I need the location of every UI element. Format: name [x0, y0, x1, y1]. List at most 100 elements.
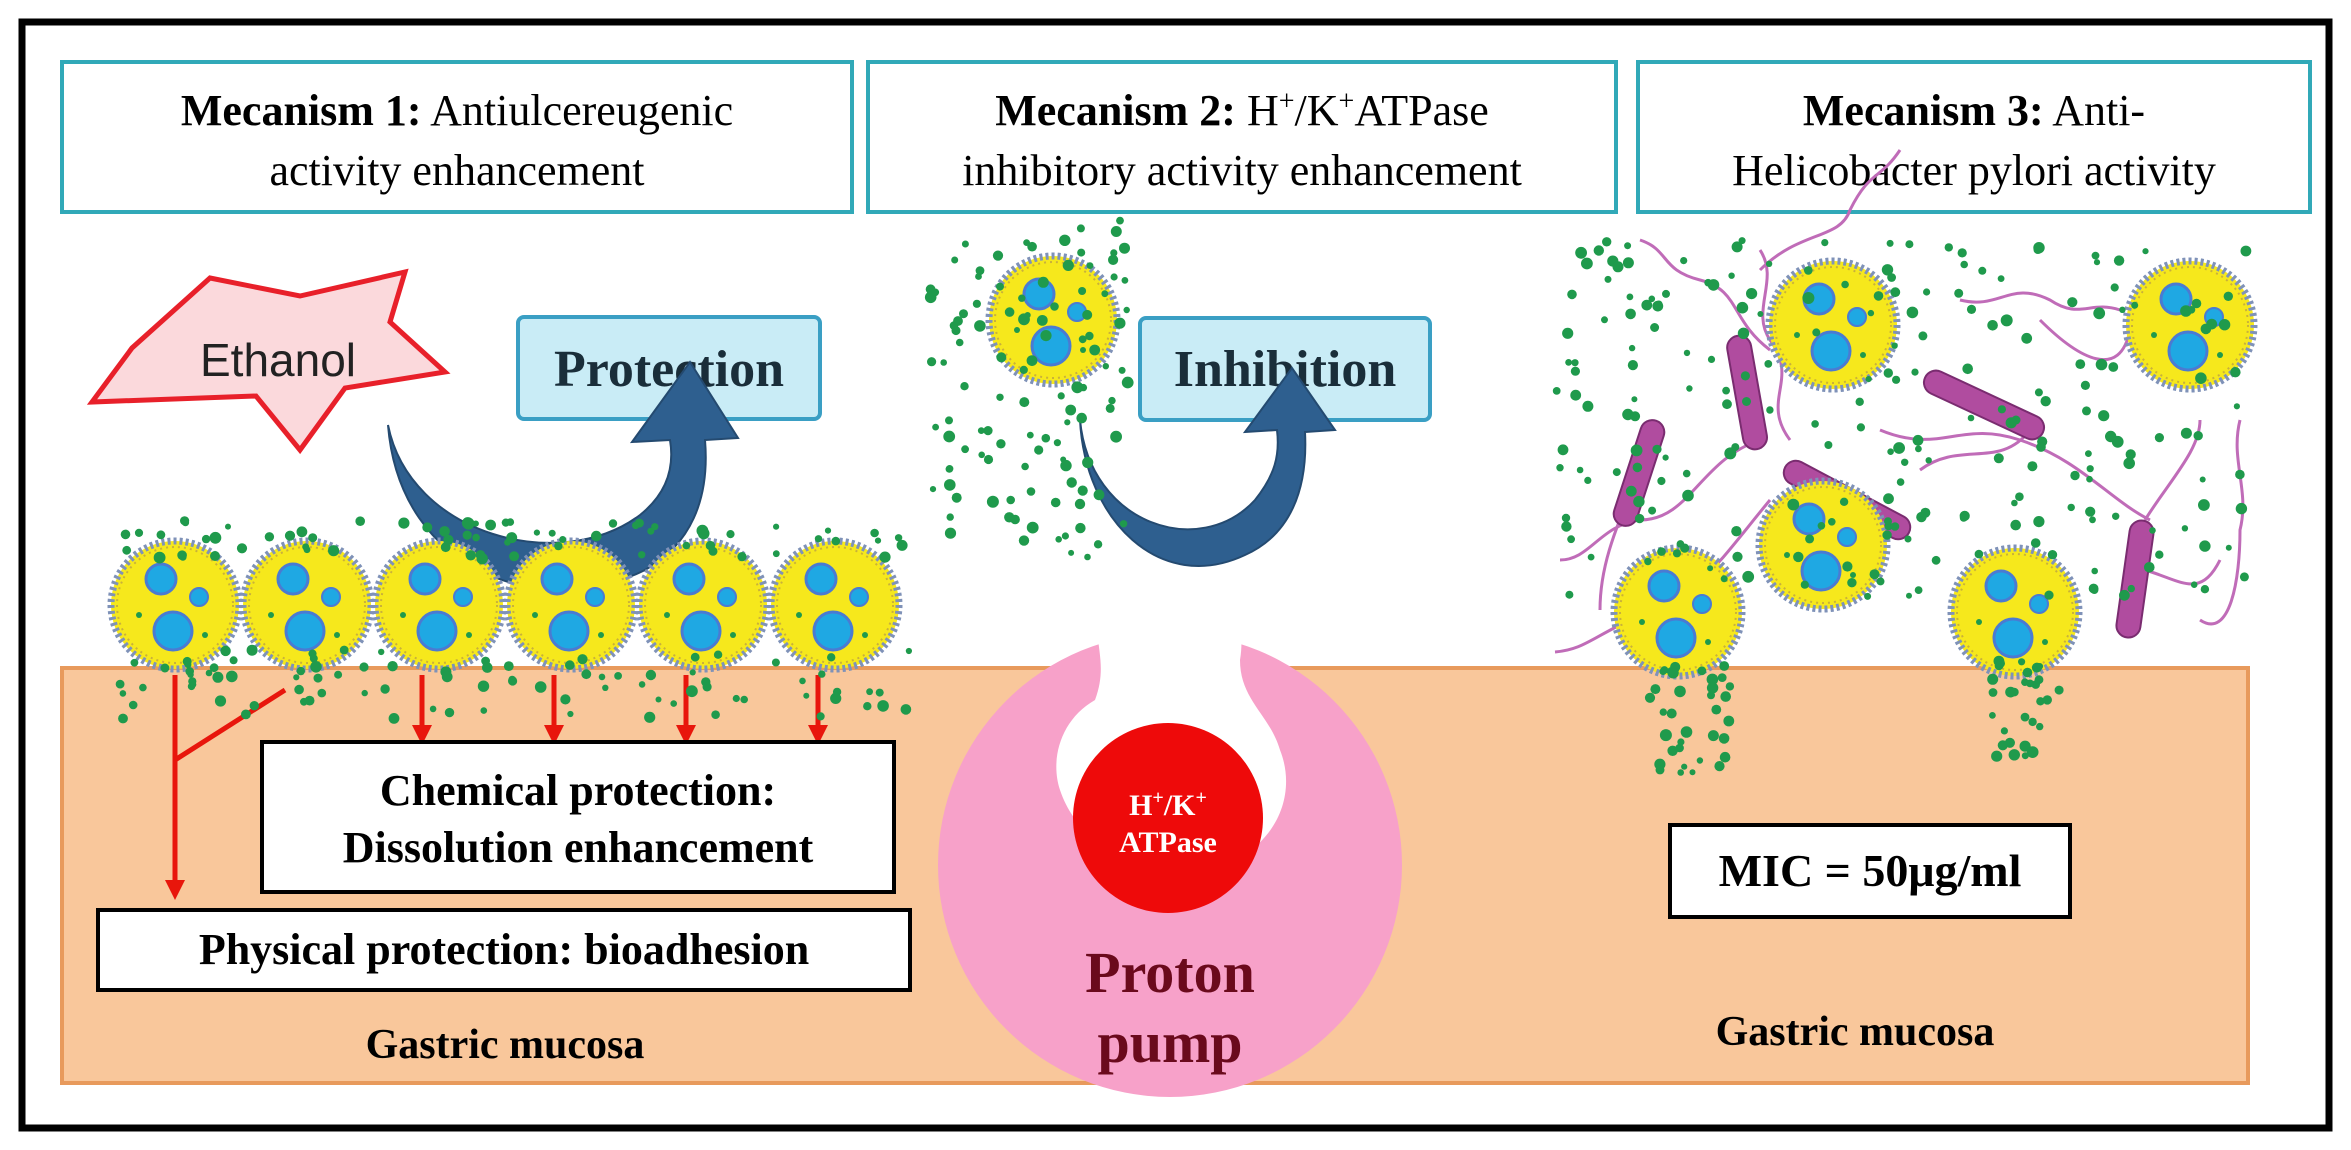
drug-dot	[992, 250, 1004, 261]
drug-dot	[2085, 450, 2092, 457]
drug-dot	[2091, 251, 2100, 260]
nanoparticle	[639, 541, 767, 669]
drug-dot	[1787, 498, 1800, 511]
drug-dot	[2067, 503, 2075, 512]
drug-dot	[355, 516, 366, 526]
drug-dot	[2190, 581, 2198, 588]
drug-dot	[1817, 522, 1826, 530]
drug-dot	[1915, 445, 1922, 453]
drug-dot	[2089, 516, 2096, 524]
drug-dot	[249, 701, 259, 711]
drug-dot	[1736, 301, 1749, 314]
drug-dot	[1628, 344, 1636, 352]
drug-dot	[2119, 589, 2130, 601]
drug-dot	[441, 671, 453, 683]
drug-dot	[1923, 288, 1931, 296]
nanoparticle	[507, 541, 635, 669]
drug-dot	[1084, 553, 1091, 561]
drug-dot	[1622, 257, 1634, 269]
drug-dot	[1633, 495, 1645, 508]
drug-dot	[264, 532, 275, 542]
drug-dot	[831, 536, 841, 546]
drug-dot	[1078, 287, 1087, 295]
drug-dot	[2022, 667, 2033, 678]
drug-dot	[388, 713, 400, 724]
mechanism-1-subtitle: activity enhancement	[269, 146, 644, 195]
drug-dot	[1876, 577, 1885, 586]
drug-dot	[830, 692, 842, 705]
drug-dot	[2091, 567, 2098, 575]
drug-dot	[1677, 769, 1684, 776]
mechanism-3-subtitle: Helicobacter pylori activity	[1732, 146, 2216, 195]
drug-dot	[1890, 522, 1900, 531]
drug-dot	[1078, 335, 1087, 344]
drug-dot	[1121, 376, 1134, 389]
drug-dot	[1680, 543, 1690, 553]
drug-dot	[946, 513, 954, 521]
drug-dot	[1847, 578, 1857, 588]
drug-dot	[2199, 476, 2206, 483]
mic-label: MIC = 50μg/ml	[1719, 845, 2022, 896]
drug-dot	[209, 531, 222, 544]
drug-dot	[1041, 433, 1051, 443]
drug-dot	[644, 711, 656, 723]
drug-dot	[1912, 434, 1924, 446]
drug-dot	[1086, 262, 1094, 269]
drug-dot	[565, 660, 575, 670]
drug-dot	[2225, 544, 2232, 551]
drug-dot	[1925, 457, 1932, 464]
drug-dot	[2020, 712, 2030, 722]
drug-dot	[1018, 294, 1026, 302]
drug-dot	[317, 688, 327, 698]
chemical-protection-line1: Chemical protection:	[380, 766, 776, 815]
drug-dot	[1065, 404, 1077, 416]
drug-dot	[894, 534, 903, 542]
drug-dot	[2085, 506, 2096, 517]
drug-dot	[1024, 312, 1031, 319]
drug-dot	[1624, 242, 1632, 250]
drug-dot	[1064, 419, 1071, 426]
drug-dot	[1082, 309, 1093, 320]
drug-dot	[130, 658, 139, 667]
drug-dot	[1659, 708, 1668, 716]
drug-dot	[128, 700, 138, 710]
drug-dot	[1593, 245, 1605, 256]
drug-dot	[2181, 525, 2189, 532]
drug-dot	[1689, 769, 1696, 776]
drug-dot	[205, 669, 213, 677]
drug-dot	[726, 530, 735, 539]
drug-dot	[1746, 288, 1758, 300]
drug-dot	[1627, 360, 1638, 371]
drug-dot	[187, 671, 194, 678]
drug-dot	[1644, 692, 1656, 703]
drug-dot	[293, 674, 300, 681]
drug-dot	[1718, 733, 1730, 744]
drug-dot	[1896, 478, 1905, 486]
drug-dot	[2021, 332, 2033, 344]
drug-dot	[1722, 386, 1730, 395]
drug-dot	[1040, 330, 1052, 342]
drug-dot	[309, 654, 318, 663]
drug-dot	[1805, 534, 1815, 544]
drug-dot	[1119, 242, 1130, 254]
nanoparticle	[1951, 548, 2079, 676]
drug-dot	[1110, 273, 1118, 281]
drug-dot	[2075, 359, 2086, 369]
drug-dot	[1944, 243, 1954, 252]
drug-dot	[1706, 682, 1719, 694]
drug-dot	[1974, 549, 1984, 559]
drug-dot	[945, 416, 953, 425]
ethanol-label: Ethanol	[200, 334, 356, 386]
drug-dot	[1996, 659, 2005, 668]
drug-dot	[461, 517, 474, 529]
drug-dot	[1696, 757, 1704, 764]
drug-dot	[1570, 366, 1580, 376]
drug-dot	[1110, 430, 1122, 443]
drug-dot	[1719, 661, 1730, 671]
drug-dot	[1650, 684, 1661, 695]
drug-dot	[1891, 342, 1898, 349]
drug-dot	[2093, 259, 2101, 266]
drug-dot	[1648, 506, 1657, 515]
drug-dot	[1800, 580, 1809, 589]
drug-dot	[1037, 276, 1049, 288]
